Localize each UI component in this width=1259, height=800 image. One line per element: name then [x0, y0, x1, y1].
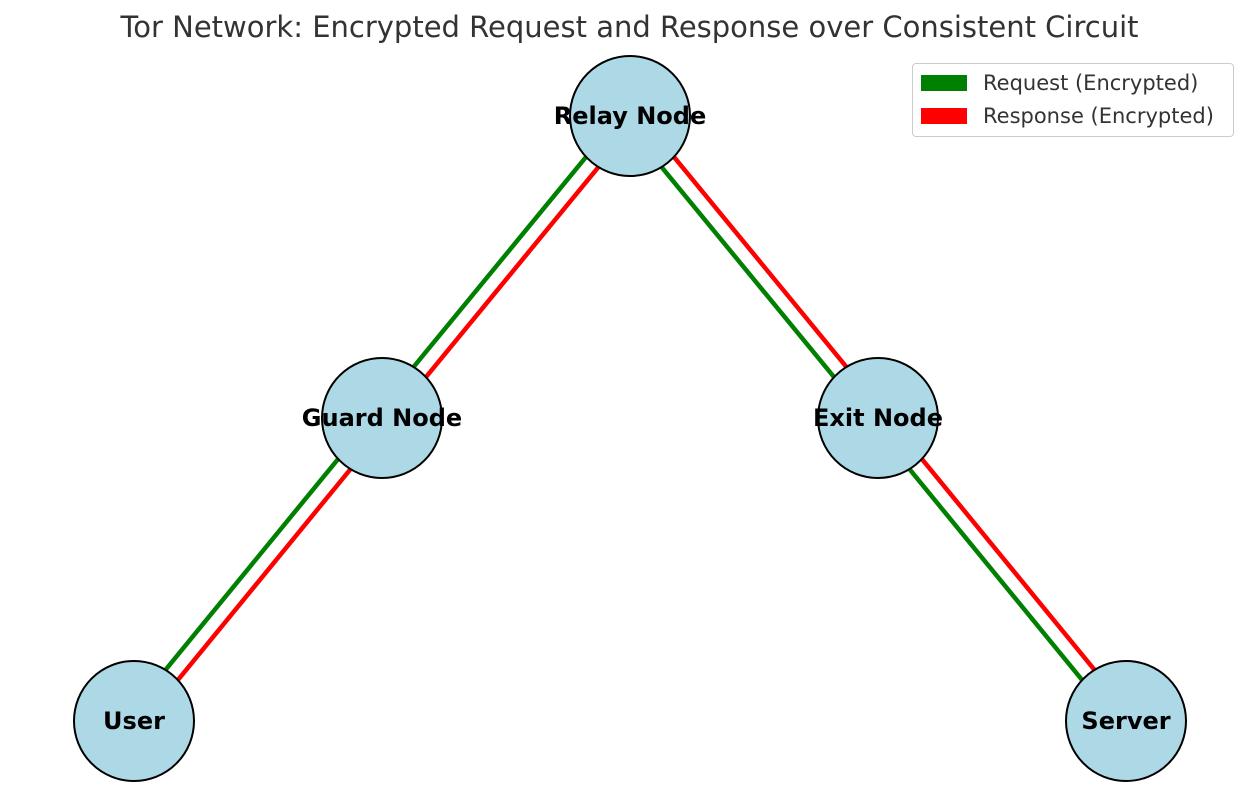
node-exit: Exit Node — [813, 357, 943, 479]
request-edge-guard-relay — [374, 109, 626, 415]
node-circle — [569, 55, 691, 177]
node-server: Server — [1065, 660, 1187, 782]
response-edge-guard-relay — [386, 119, 638, 425]
node-label: Server — [1081, 707, 1170, 735]
node-label: Relay Node — [554, 102, 706, 130]
node-relay: Relay Node — [554, 55, 706, 177]
node-circle — [1065, 660, 1187, 782]
legend-item-response: Response (Encrypted) — [921, 104, 1214, 128]
legend-item-request: Request (Encrypted) — [921, 71, 1199, 95]
request-swatch — [921, 75, 967, 91]
request-edge-relay-exit — [622, 119, 874, 425]
node-user: User — [73, 660, 195, 782]
node-circle — [817, 357, 939, 479]
node-label: Guard Node — [302, 404, 462, 432]
response-edge-relay-exit — [634, 109, 886, 415]
request-edge-exit-server — [870, 421, 1122, 728]
request-edge-user-guard — [126, 411, 378, 718]
diagram-title: Tor Network: Encrypted Request and Respo… — [120, 10, 1139, 44]
node-guard: Guard Node — [302, 357, 462, 479]
response-edge-user-guard — [138, 421, 390, 728]
node-circle — [321, 357, 443, 479]
response-swatch — [921, 108, 967, 124]
legend-label: Response (Encrypted) — [983, 104, 1214, 128]
node-label: User — [103, 707, 165, 735]
legend: Request (Encrypted) Response (Encrypted) — [912, 63, 1234, 137]
node-label: Exit Node — [813, 404, 943, 432]
legend-label: Request (Encrypted) — [983, 71, 1199, 95]
node-circle — [73, 660, 195, 782]
response-edge-exit-server — [882, 411, 1134, 718]
